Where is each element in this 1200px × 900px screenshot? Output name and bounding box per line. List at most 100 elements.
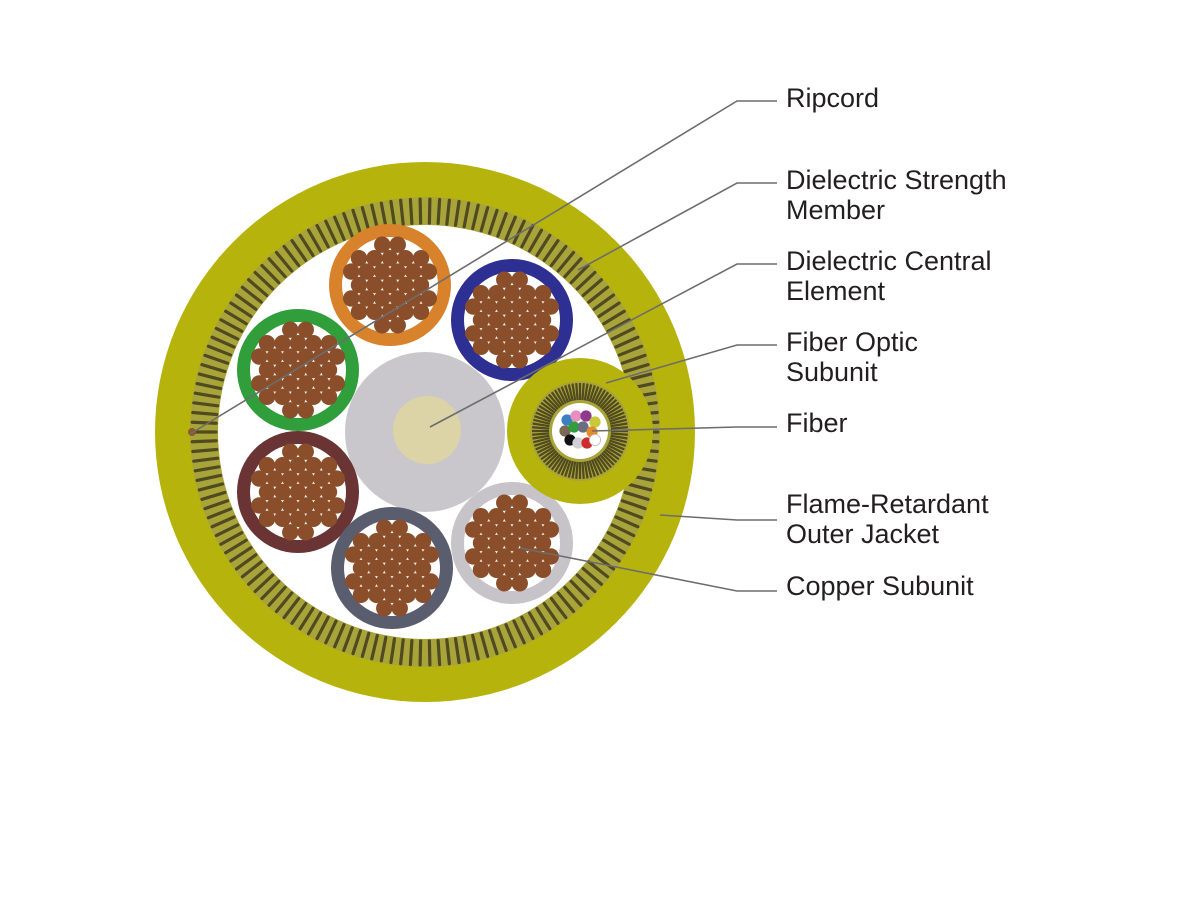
- copper-wire: [305, 388, 322, 406]
- fiber-subunit-strand: [588, 385, 596, 402]
- copper-wire: [503, 507, 521, 525]
- fiber-subunit-strand: [599, 393, 613, 409]
- copper-wire: [274, 456, 291, 474]
- leader-line-strength-member: [577, 182, 777, 271]
- copper-wire: [496, 548, 513, 565]
- strength-strand: [224, 538, 248, 555]
- copper-wire: [414, 586, 432, 604]
- fiber-subunit-strand: [607, 444, 624, 454]
- copper-wire: [397, 276, 414, 294]
- copper-subunit: [237, 309, 359, 431]
- fiber-subunit-strand: [610, 426, 628, 430]
- fiber-subunit-strand: [547, 393, 561, 409]
- strength-strand: [200, 490, 227, 501]
- leader-line-ripcord: [189, 100, 777, 435]
- strength-strand: [282, 244, 301, 268]
- copper-wire: [542, 325, 559, 342]
- strength-strand: [197, 372, 225, 382]
- copper-wire: [374, 290, 391, 307]
- copper-wire: [391, 519, 408, 536]
- copper-wire: [511, 271, 528, 288]
- fiber-optic-subunit: [507, 358, 653, 504]
- strength-strand: [290, 602, 308, 625]
- copper-wire: [376, 546, 393, 563]
- copper-wire: [352, 586, 370, 604]
- fiber-subunit-strand: [590, 386, 600, 403]
- fiber-subunit-strand: [564, 385, 572, 402]
- copper-wire: [519, 284, 536, 302]
- strength-strand: [563, 585, 583, 607]
- strength-strand: [267, 585, 287, 607]
- strength-strand: [620, 499, 647, 511]
- copper-wire: [527, 521, 544, 538]
- copper-wire: [282, 497, 299, 514]
- copper-wire: [282, 443, 299, 460]
- copper-wire: [266, 497, 283, 514]
- copper-wire: [289, 456, 307, 474]
- copper-wire: [496, 352, 513, 369]
- copper-wire: [274, 510, 291, 528]
- fiber-strand: [589, 433, 602, 446]
- copper-wire: [320, 483, 338, 501]
- copper-wire: [289, 388, 307, 406]
- cable-cross-section: [155, 162, 695, 702]
- strength-strand: [581, 566, 603, 586]
- fiber-subunit-strand: [571, 383, 577, 401]
- strength-strand: [617, 344, 644, 357]
- copper-wire: [328, 375, 345, 392]
- strength-strand: [333, 215, 346, 241]
- strength-strand: [274, 250, 294, 273]
- copper-wire: [496, 575, 513, 592]
- fiber-subunit-strand: [536, 408, 553, 418]
- fiber-strand: [577, 421, 589, 433]
- label-line: Dielectric Central: [786, 246, 992, 276]
- copper-wire: [488, 507, 505, 525]
- label-line: Flame-Retardant: [786, 489, 989, 519]
- copper-wire: [383, 559, 401, 577]
- strength-strand: [191, 447, 219, 454]
- strength-strand: [195, 473, 223, 483]
- strength-strand: [602, 538, 626, 555]
- leader-line-copper-subunit: [519, 547, 777, 592]
- strength-strand: [191, 410, 219, 417]
- label-line: Fiber Optic: [786, 327, 918, 357]
- copper-wire: [258, 456, 276, 474]
- fiber-subunit-strand: [567, 384, 574, 402]
- copper-wire: [511, 494, 528, 511]
- copper-wire: [368, 532, 385, 550]
- strength-strand: [471, 633, 480, 661]
- strength-strand: [190, 439, 218, 444]
- strength-strand: [527, 611, 544, 636]
- strength-strand: [342, 212, 354, 238]
- copper-wire: [297, 402, 314, 419]
- copper-wire: [383, 532, 401, 550]
- copper-wire: [297, 375, 314, 392]
- copper-wire: [282, 402, 299, 419]
- fiber-subunit-strand: [609, 415, 626, 423]
- copper-wire: [328, 497, 345, 514]
- copper-wire: [422, 546, 439, 563]
- copper-wire: [496, 494, 513, 511]
- strength-strand: [602, 309, 626, 326]
- copper-wire: [511, 325, 528, 342]
- fiber-subunit-strand: [608, 441, 625, 451]
- copper-wire: [274, 388, 291, 406]
- copper-subunit: [331, 507, 453, 629]
- strength-strand: [445, 638, 451, 666]
- copper-wire: [503, 534, 521, 552]
- label-fiber: Fiber: [786, 408, 848, 438]
- fiber-subunit-strand: [609, 437, 627, 444]
- fiber-subunit-strand: [532, 434, 550, 440]
- copper-subunit: [451, 482, 573, 604]
- fiber-subunit-strand: [590, 459, 600, 476]
- fiber-subunit-strand: [575, 461, 579, 479]
- strength-strand: [206, 344, 233, 357]
- fiber-subunit-strand: [586, 384, 593, 402]
- copper-wire: [274, 483, 291, 501]
- fiber-subunit-strand: [560, 386, 570, 403]
- fiber-subunit-strand: [547, 453, 561, 469]
- copper-wire: [534, 534, 552, 552]
